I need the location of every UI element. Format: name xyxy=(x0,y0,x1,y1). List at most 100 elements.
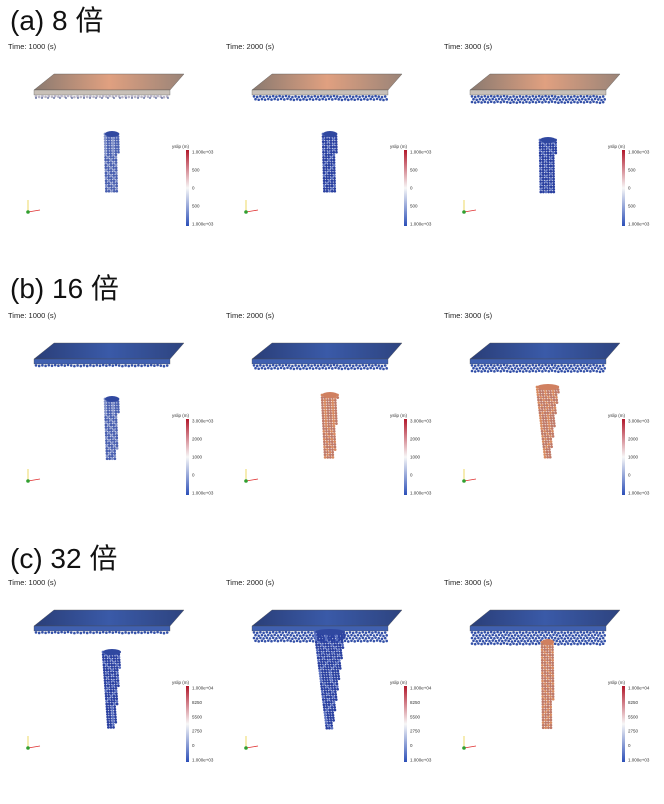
colorbar-tick: 1.000e+03 xyxy=(410,150,432,155)
time-label: Time: 3000 (s) xyxy=(444,311,493,320)
particle-column xyxy=(313,629,346,730)
colorbar-tick: 1.000e+04 xyxy=(192,686,214,691)
colorbar-tick: 2750 xyxy=(192,729,203,734)
slab xyxy=(33,342,185,368)
particle-column xyxy=(540,639,555,730)
colorbar-tick: 5500 xyxy=(410,714,421,719)
colorbar: yslip (m)1.000e+04 8250 5500 2750 0 1.000e+03 xyxy=(608,680,650,763)
slab xyxy=(251,609,403,643)
colorbar-title: yslip (m) xyxy=(390,144,407,149)
simulation-view: yslip (m)1.000e+04 8250 5500 2750 0 1.000e+03 xyxy=(462,609,650,763)
colorbar-title: yslip (m) xyxy=(608,413,625,418)
colorbar-title: yslip (m) xyxy=(608,144,625,149)
colorbar-title: yslip (m) xyxy=(608,680,625,685)
colorbar-title: yslip (m) xyxy=(172,144,189,149)
particle-column xyxy=(101,649,122,729)
colorbar-tick: 1000 xyxy=(628,455,639,460)
colorbar-tick: 2750 xyxy=(628,729,639,734)
colorbar-tick: 0 xyxy=(192,186,195,191)
section-title-a: (a) 8 倍 xyxy=(10,5,104,36)
colorbar-tick: 2750 xyxy=(410,729,421,734)
particle-column xyxy=(103,131,120,193)
panel-c-1000: Time: 1000 (s) yslip (m)1.000e+04 8250 5500… xyxy=(8,578,224,804)
colorbar-title: yslip (m) xyxy=(172,413,189,418)
colorbar-tick: 1.000e+04 xyxy=(628,686,650,691)
colorbar-tick: 8250 xyxy=(628,700,639,705)
colorbar-tick: 8250 xyxy=(192,700,203,705)
panel-b-1000: Time: 1000 (s) yslip (m)3.000e+03 2000 1000… xyxy=(8,311,224,537)
panel-c-3000: Time: 3000 (s) yslip (m)1.000e+04 8250 5500… xyxy=(444,578,660,804)
slab xyxy=(469,342,621,374)
orientation-axes-icon xyxy=(26,469,41,483)
slab xyxy=(251,73,403,102)
slab xyxy=(469,73,621,105)
colorbar-tick: 1.000e+03 xyxy=(628,222,650,227)
colorbar-title: yslip (m) xyxy=(172,680,189,685)
colorbar-tick: 500 xyxy=(410,168,418,173)
orientation-axes-icon xyxy=(26,736,41,750)
colorbar-tick: 1.000e+03 xyxy=(192,150,214,155)
colorbar-tick: 0 xyxy=(410,473,413,478)
colorbar-tick: 1.000e+03 xyxy=(410,222,432,227)
particle-column xyxy=(103,396,120,461)
time-label: Time: 1000 (s) xyxy=(8,42,57,51)
colorbar-tick: 500 xyxy=(192,204,200,209)
colorbar-tick: 1.000e+03 xyxy=(410,758,432,763)
colorbar-tick: 3.000e+03 xyxy=(410,419,432,424)
particle-column xyxy=(320,392,340,459)
slab xyxy=(251,342,403,371)
colorbar-tick: 1.000e+03 xyxy=(628,758,650,763)
colorbar-tick: 2000 xyxy=(628,437,639,442)
orientation-axes-icon xyxy=(244,200,259,214)
colorbar-tick: 500 xyxy=(192,168,200,173)
colorbar-tick: 3.000e+03 xyxy=(192,419,214,424)
colorbar-tick: 0 xyxy=(628,186,631,191)
time-label: Time: 1000 (s) xyxy=(8,311,57,320)
colorbar-title: yslip (m) xyxy=(390,680,407,685)
time-label: Time: 3000 (s) xyxy=(444,578,493,587)
colorbar-tick: 0 xyxy=(192,473,195,478)
colorbar-tick: 1000 xyxy=(192,455,203,460)
slab xyxy=(469,609,621,646)
colorbar-tick: 500 xyxy=(628,168,636,173)
colorbar-tick: 1000 xyxy=(410,455,421,460)
orientation-axes-icon xyxy=(462,736,477,750)
colorbar-tick: 1.000e+03 xyxy=(410,491,432,496)
slab xyxy=(33,73,185,99)
particle-column xyxy=(535,384,560,459)
colorbar-tick: 2000 xyxy=(410,437,421,442)
colorbar-tick: 1.000e+03 xyxy=(628,491,650,496)
orientation-axes-icon xyxy=(462,469,477,483)
colorbar-tick: 5500 xyxy=(192,714,203,719)
time-label: Time: 2000 (s) xyxy=(226,311,275,320)
colorbar-tick: 5500 xyxy=(628,714,639,719)
colorbar-tick: 0 xyxy=(628,473,631,478)
colorbar-tick: 1.000e+03 xyxy=(628,150,650,155)
colorbar-tick: 1.000e+03 xyxy=(192,758,214,763)
time-label: Time: 1000 (s) xyxy=(8,578,57,587)
colorbar-tick: 2000 xyxy=(192,437,203,442)
section-title-c: (c) 32 倍 xyxy=(10,543,118,574)
colorbar-tick: 0 xyxy=(628,743,631,748)
